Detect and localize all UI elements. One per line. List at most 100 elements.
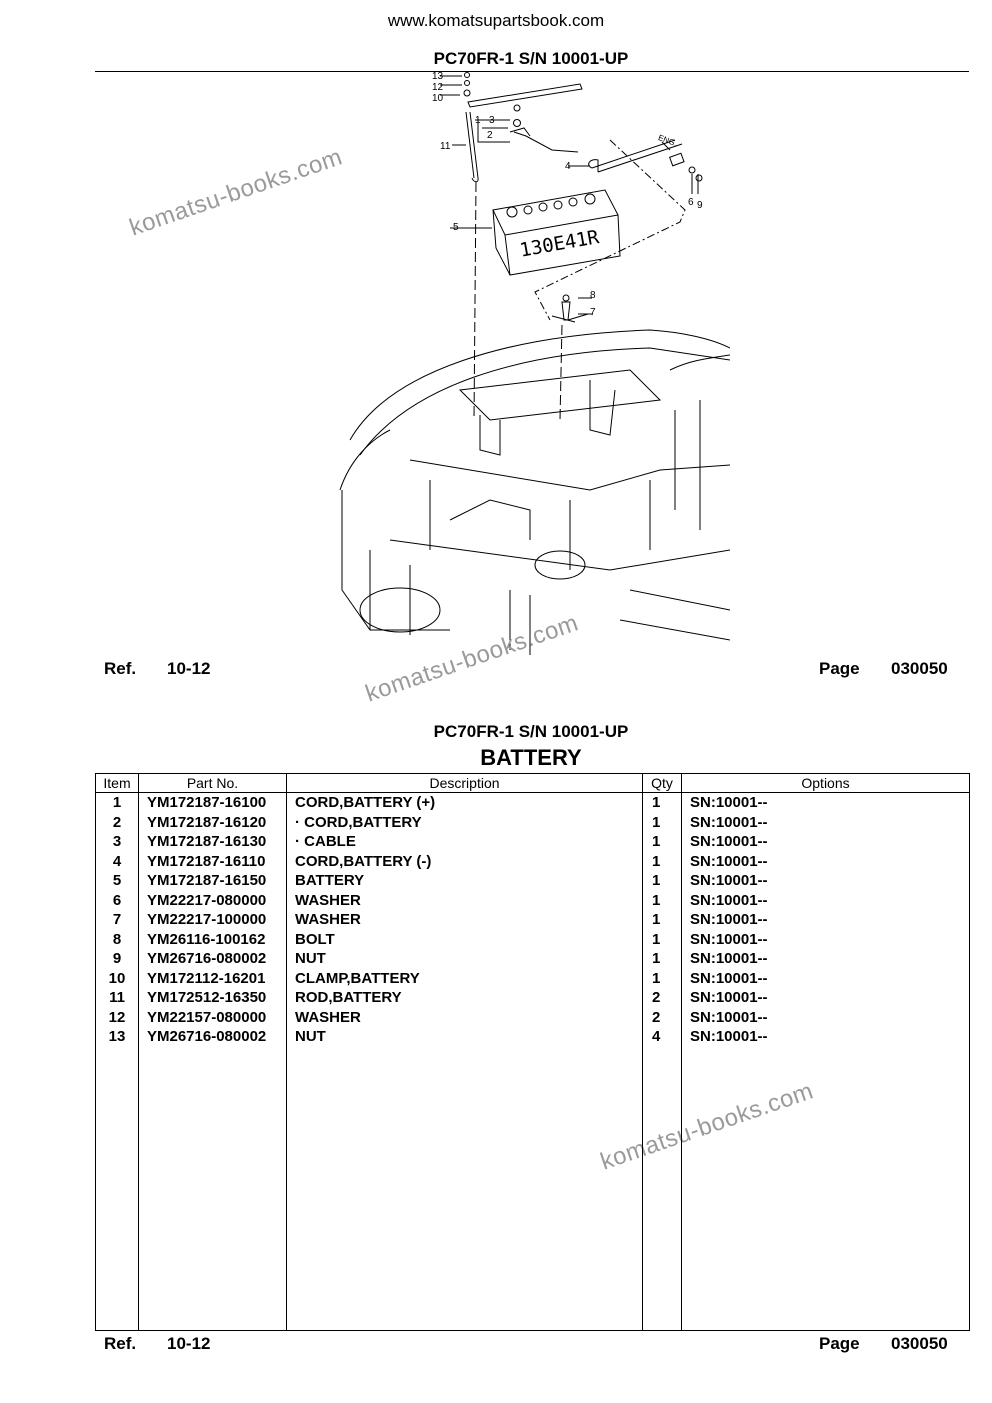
ref-label-top: Ref. <box>104 659 137 678</box>
model-header-bottom: PC70FR-1 S/N 10001-UP <box>433 722 629 741</box>
col-header-qty: Qty <box>642 773 682 793</box>
row-part-no: YM172512-16350 <box>138 988 287 1008</box>
callout-8: 8 <box>590 290 596 301</box>
row-options: SN:10001-- <box>681 968 970 988</box>
row-qty: 2 <box>642 988 682 1008</box>
row-description: CORD,BATTERY (+) <box>286 792 643 813</box>
row-item: 8 <box>95 929 139 949</box>
table-header-row: Item Part No. Description Qty Options <box>95 773 970 793</box>
row-qty: 1 <box>642 929 682 949</box>
col-header-part-no: Part No. <box>138 773 287 793</box>
website-url[interactable]: www.komatsupartsbook.com <box>387 11 605 30</box>
row-description: ROD,BATTERY <box>286 988 643 1008</box>
filler-cell <box>95 1046 139 1331</box>
callout-6: 6 <box>688 197 694 208</box>
row-part-no: YM22217-100000 <box>138 910 287 930</box>
page-label-bottom: Page <box>819 1334 860 1353</box>
row-part-no: YM172187-16150 <box>138 871 287 891</box>
row-description: BOLT <box>286 929 643 949</box>
filler-cell <box>681 1046 970 1331</box>
row-qty: 1 <box>642 851 682 871</box>
row-options: SN:10001-- <box>681 890 970 910</box>
callout-7: 7 <box>590 307 596 318</box>
callout-12: 12 <box>432 82 444 93</box>
row-options: SN:10001-- <box>681 832 970 852</box>
row-item: 7 <box>95 910 139 930</box>
page-value-top: 030050 <box>891 659 948 678</box>
filler-cell <box>286 1046 643 1331</box>
row-item: 12 <box>95 1007 139 1027</box>
row-description: · CABLE <box>286 832 643 852</box>
row-options: SN:10001-- <box>681 851 970 871</box>
row-qty: 1 <box>642 792 682 813</box>
row-part-no: YM22157-080000 <box>138 1007 287 1027</box>
col-header-options: Options <box>681 773 970 793</box>
row-description: WASHER <box>286 890 643 910</box>
row-item: 13 <box>95 1027 139 1047</box>
row-part-no: YM172187-16100 <box>138 792 287 813</box>
row-part-no: YM172187-16130 <box>138 832 287 852</box>
col-header-description: Description <box>286 773 643 793</box>
row-options: SN:10001-- <box>681 910 970 930</box>
ref-label-bottom: Ref. <box>104 1334 137 1353</box>
row-options: SN:10001-- <box>681 929 970 949</box>
row-qty: 1 <box>642 812 682 832</box>
row-description: NUT <box>286 949 643 969</box>
page-value-bottom: 030050 <box>891 1334 948 1353</box>
row-qty: 1 <box>642 968 682 988</box>
row-part-no: YM172187-16120 <box>138 812 287 832</box>
row-item: 5 <box>95 871 139 891</box>
row-part-no: YM22217-080000 <box>138 890 287 910</box>
row-options: SN:10001-- <box>681 812 970 832</box>
row-options: SN:10001-- <box>681 988 970 1008</box>
callout-2: 2 <box>487 130 493 141</box>
col-header-item: Item <box>95 773 139 793</box>
row-part-no: YM172187-16110 <box>138 851 287 871</box>
row-description: · CORD,BATTERY <box>286 812 643 832</box>
row-item: 3 <box>95 832 139 852</box>
callout-10: 10 <box>432 93 444 104</box>
callout-3: 3 <box>489 115 495 126</box>
row-qty: 1 <box>642 871 682 891</box>
row-part-no: YM26716-080002 <box>138 1027 287 1047</box>
ref-value-bottom: 10-12 <box>167 1334 211 1353</box>
table-filler-row <box>95 1046 970 1331</box>
row-options: SN:10001-- <box>681 949 970 969</box>
row-item: 6 <box>95 890 139 910</box>
filler-cell <box>642 1046 682 1331</box>
row-description: WASHER <box>286 1007 643 1027</box>
callout-13: 13 <box>432 71 444 82</box>
callout-5: 5 <box>453 222 459 233</box>
ref-value-top: 10-12 <box>167 659 211 678</box>
row-part-no: YM172112-16201 <box>138 968 287 988</box>
row-item: 1 <box>95 792 139 813</box>
row-qty: 1 <box>642 910 682 930</box>
callout-11: 11 <box>440 141 451 152</box>
row-qty: 1 <box>642 949 682 969</box>
filler-cell <box>138 1046 287 1331</box>
row-part-no: YM26116-100162 <box>138 929 287 949</box>
battery-exploded-diagram <box>339 72 730 655</box>
row-qty: 4 <box>642 1027 682 1047</box>
row-description: CORD,BATTERY (-) <box>286 851 643 871</box>
row-options: SN:10001-- <box>681 871 970 891</box>
row-options: SN:10001-- <box>681 792 970 813</box>
row-description: NUT <box>286 1027 643 1047</box>
watermark-top: komatsu-books.com <box>126 143 346 242</box>
section-title: BATTERY <box>480 745 582 770</box>
row-qty: 2 <box>642 1007 682 1027</box>
